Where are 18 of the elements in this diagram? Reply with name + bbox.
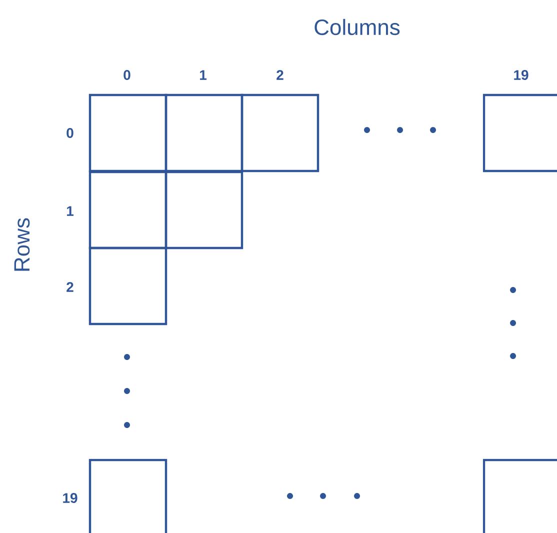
index-number: 19 xyxy=(514,70,528,80)
grid-cell xyxy=(240,94,320,172)
index-number: 2 xyxy=(66,282,74,292)
grid-cell xyxy=(88,458,168,533)
index-number: 1 xyxy=(200,70,206,80)
axis-title: Rows xyxy=(14,218,30,271)
grid-cell xyxy=(88,246,168,326)
index-number: 0 xyxy=(124,70,130,80)
grid-cell xyxy=(88,170,168,250)
grid-cell xyxy=(88,94,168,172)
grid-cell xyxy=(164,170,244,250)
grid-cell xyxy=(482,94,557,172)
grid-cell xyxy=(482,458,557,533)
index-number: 2 xyxy=(276,70,284,80)
grid-cell xyxy=(164,94,244,172)
index-number: 1 xyxy=(66,206,74,216)
axis-title: Columns xyxy=(314,18,400,36)
index-number: 0 xyxy=(66,128,74,138)
